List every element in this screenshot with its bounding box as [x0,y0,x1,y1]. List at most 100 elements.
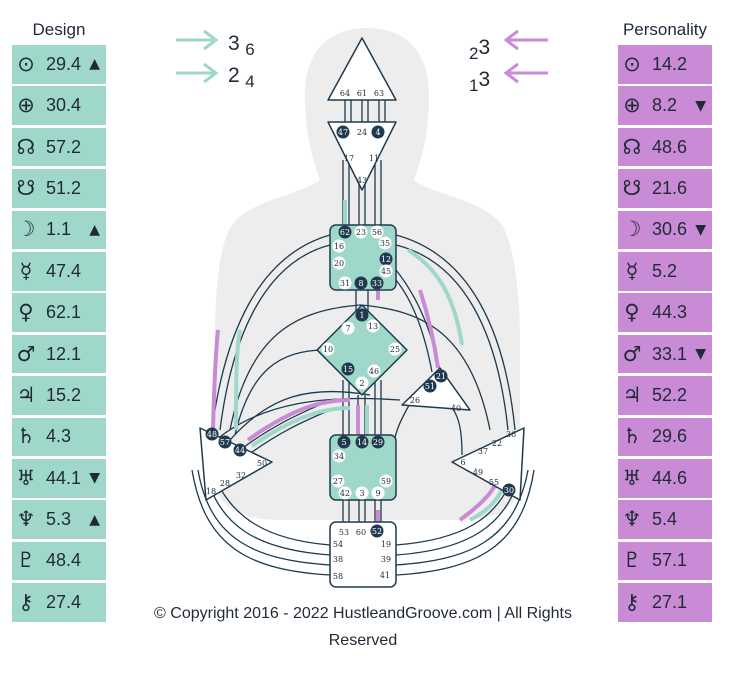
gate-number: 34 [334,452,344,461]
variable-tone: 1 [469,76,479,95]
gate-line-value: 21.6 [652,177,688,198]
activated-gate-marker [337,435,351,449]
planet-row: ♆5.3▲ [12,500,106,539]
mars-icon: ♂ [622,341,642,366]
activated-gate-marker [341,362,355,376]
pluto-icon: ♇ [16,548,36,573]
design-title: Design [32,20,86,39]
planet-row: ☋51.2 [12,169,106,208]
detriment-triangle-icon: ▼ [89,470,100,487]
gate-number: 30 [504,486,514,495]
activated-gate-marker [379,252,393,266]
gate-marker [338,486,352,500]
gate-marker [355,376,369,390]
planet-row: ☿5.2 [618,251,712,291]
arrow-right-icon [176,62,219,84]
gate-number: 60 [356,528,366,537]
gate-number: 38 [333,555,343,564]
arrow-left-icon [503,62,548,84]
north-node-icon: ☊ [622,134,642,159]
gate-number: 13 [368,322,378,331]
gate-number: 62 [340,228,350,237]
planet-row: ♅44.1▼ [12,458,106,498]
gate-marker [332,256,346,270]
gate-line-value: 48.4 [46,550,82,571]
planet-row: ♄4.3 [12,417,106,457]
gate-number: 3 [359,489,364,498]
gate-line-value: 5.4 [652,509,678,530]
earth-icon: ⊕ [623,93,641,118]
planet-row: ♅44.6 [618,458,712,498]
exalted-triangle-icon: ▲ [89,221,100,238]
gate-number: 9 [375,489,380,498]
activated-gate-marker [371,435,385,449]
gate-number: 56 [372,228,382,237]
gate-line-value: 1.1 [46,219,72,240]
gate-line-value: 57.1 [652,550,688,571]
planet-row: ☋ 21.6 [618,169,712,208]
gate-number: 7 [345,324,350,333]
gate-number: 4 [375,128,380,137]
gate-line-value: 44.3 [652,302,688,323]
gate-number: 12 [381,255,391,264]
planet-row: ♂12.1 [12,334,106,374]
gate-number: 49 [473,468,483,477]
gate-line-value: 48.6 [652,136,688,157]
gate-number: 54 [333,540,343,549]
activated-gate-marker [355,435,369,449]
variable-tone: 2 [469,44,479,63]
gate-marker [338,276,352,290]
copyright-footer: © Copyright 2016 - 2022 HustleandGroove.… [154,605,572,649]
design-variable-bottom: 2 4 [228,64,255,91]
gate-number: 2 [359,379,364,388]
gate-number: 10 [323,345,333,354]
gate-number: 27 [333,477,343,486]
exalted-triangle-icon: ▲ [89,511,100,528]
gate-line-value: 62.1 [46,302,82,323]
gate-number: 8 [358,279,363,288]
venus-icon: ♀ [18,300,34,325]
gate-number: 11 [369,154,379,163]
gate-marker [379,264,393,278]
uranus-icon: ♅ [622,465,642,490]
planet-row: ⚷27.1 [618,583,712,622]
gate-number: 39 [381,555,391,564]
sacral-center [329,434,397,501]
neptune-icon: ♆ [622,507,642,532]
design-column: ⊙29.4▲⊕30.4☊57.2☋51.2☽1.1▲☿47.4♀62.1♂12.… [12,45,106,624]
planet-row: ♃15.2 [12,376,106,415]
gate-number: 6 [460,458,465,467]
activated-gate-marker [338,225,352,239]
gate-number: 1 [359,311,364,320]
gate-line-value: 29.6 [652,426,688,447]
gate-marker [355,486,369,500]
gate-number: 21 [436,372,446,381]
earth-icon: ⊕ [17,93,35,118]
gate-line-value: 30.4 [46,95,82,116]
planet-row: ♀44.3 [618,293,712,332]
gate-line-value: 33.1 [652,343,688,364]
saturn-icon: ♄ [622,424,642,449]
gate-number: 47 [338,128,348,137]
gate-marker [331,474,345,488]
planet-row: ⊙14.2 [618,45,712,84]
gate-marker [321,342,335,356]
variable-tone: 4 [245,72,255,91]
jupiter-icon: ♃ [16,382,36,407]
personality-variable-top: 23 [469,36,490,63]
gate-line-value: 30.6 [652,219,688,240]
planet-row: ♂33.1▼ [618,334,712,374]
gate-number: 51 [425,382,435,391]
gate-marker [341,321,355,335]
g-center [316,304,408,396]
planet-row: ⊙29.4▲ [12,45,106,84]
gate-line-value: 57.2 [46,136,82,157]
south-node-icon: ☋ [622,175,642,200]
gate-number: 16 [334,242,344,251]
gate-number: 33 [372,279,382,288]
chiron-icon: ⚷ [624,589,640,614]
gate-number: 48 [207,430,217,439]
activated-gate-marker [371,125,385,139]
